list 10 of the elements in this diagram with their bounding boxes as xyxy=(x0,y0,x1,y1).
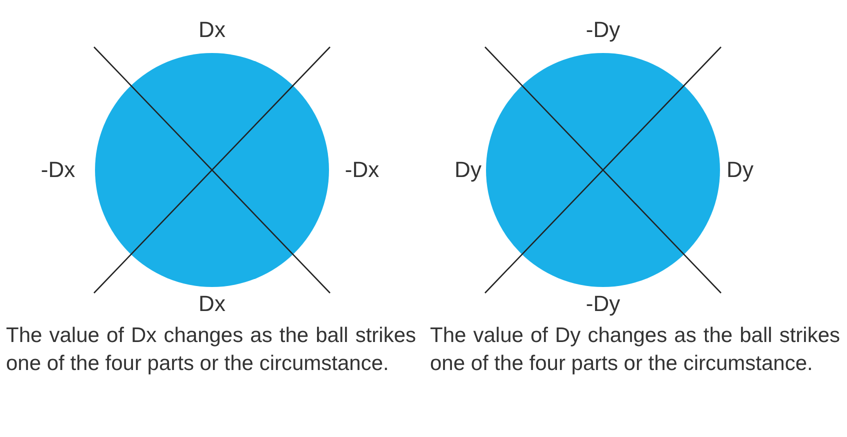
part-label: Dx xyxy=(198,17,226,43)
part-label: -Dx xyxy=(40,157,76,183)
caption: The value of Dy changes as the ball strikes one of the four parts or the circumstance. xyxy=(430,323,840,377)
part-label: -Dy xyxy=(586,291,620,317)
part-label: -Dy xyxy=(586,17,620,43)
part-label: Dx xyxy=(198,291,226,317)
part-label: -Dx xyxy=(344,157,380,183)
part-label: Dy xyxy=(454,157,482,183)
caption: The value of Dx changes as the ball strikes one of the four parts or the circumstance. xyxy=(6,323,416,377)
part-label: Dy xyxy=(726,157,754,183)
